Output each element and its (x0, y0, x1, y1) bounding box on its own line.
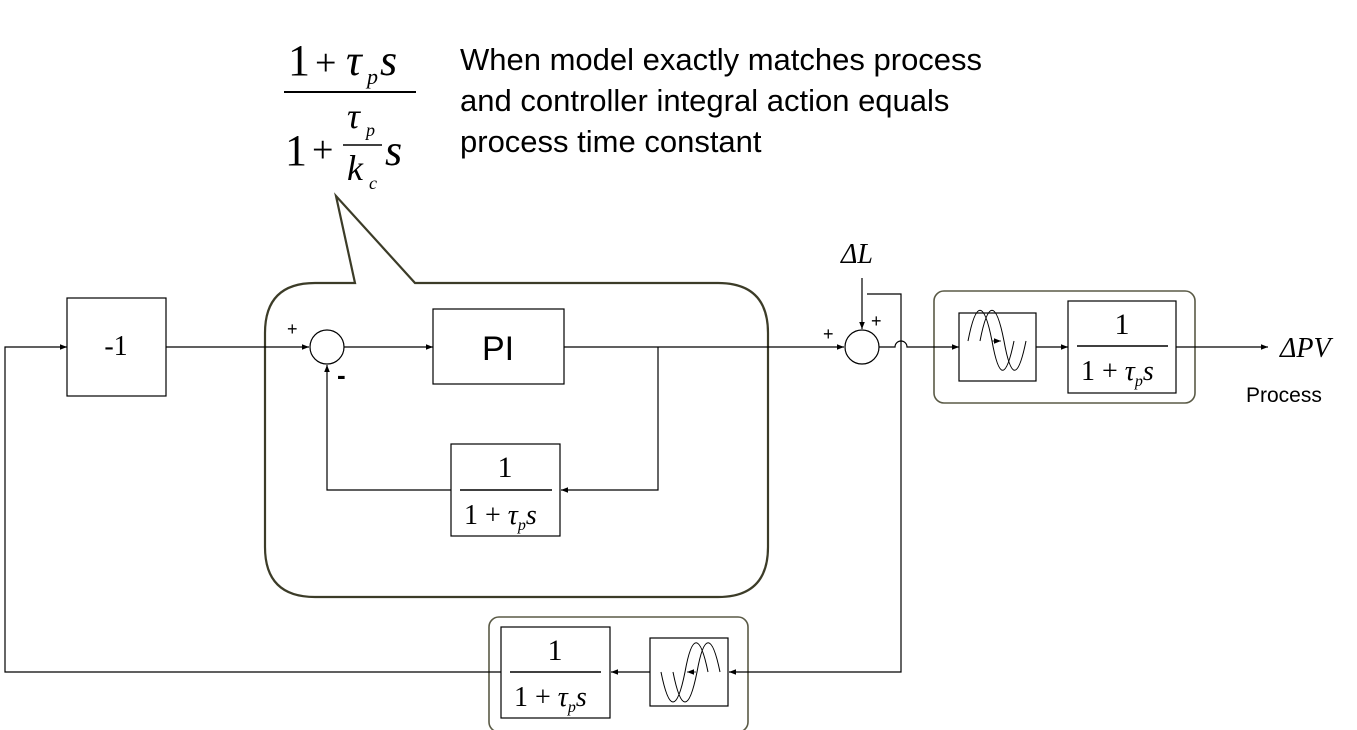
inner-model-s: s (526, 500, 537, 531)
feedback-lag-tau-sub: p (567, 699, 576, 716)
inner-plus-sign: + (287, 319, 298, 339)
feedback-dead-time-block (649, 637, 729, 707)
feedback-lag-block: 1 1 + τps (500, 626, 611, 719)
outer-summing-junction (844, 329, 880, 365)
inner-model-numerator: 1 (498, 451, 513, 484)
formula-den-s: s (385, 126, 402, 175)
formula-num-tau-sub: p (365, 64, 378, 89)
disturbance-label: ΔL (840, 239, 873, 270)
annotation-line-2: and controller integral action equals (460, 83, 949, 118)
formula-num-one: 1 (288, 36, 310, 85)
gain-block (66, 297, 167, 397)
wire-inner-model-to-sum (324, 365, 451, 491)
wire-tap-to-inner-model (561, 347, 659, 493)
process-lag-s: s (1143, 356, 1154, 387)
process-lag-denominator: 1 + τps (1081, 356, 1154, 390)
formula-den-one: 1 (285, 126, 307, 175)
outer-plus-top: + (871, 311, 882, 331)
gain-block-label: -1 (104, 331, 127, 362)
output-label: ΔPV (1279, 333, 1334, 364)
formula-den-plus: + (312, 129, 333, 171)
process-dead-time-block (958, 309, 1037, 382)
feedback-lag-s: s (576, 682, 587, 713)
feedback-lag-numerator: 1 (548, 634, 563, 667)
inner-model-den-prefix: 1 + (464, 500, 508, 531)
formula-den-k: k (347, 148, 364, 188)
formula-num-plus: + (315, 42, 336, 84)
feedback-lag-tau: τ (558, 682, 569, 713)
signal-lines (4, 278, 1268, 675)
annotation-line-3: process time constant (460, 124, 762, 159)
formula-den-tau: τ (347, 96, 361, 136)
process-lag-numerator: 1 (1115, 308, 1130, 341)
formula-num-s: s (380, 36, 397, 85)
inner-model-block: 1 1 + τps (450, 443, 561, 537)
feedback-lag-den-prefix: 1 + (514, 682, 558, 713)
process-label: Process (1246, 384, 1322, 407)
inner-model-tau-sub: p (517, 517, 526, 534)
formula-den-tau-sub: p (364, 120, 375, 140)
formula-den-k-sub: c (369, 173, 377, 193)
pi-controller-block (432, 308, 565, 385)
formula-num-tau: τ (346, 36, 364, 85)
wire-feedback-to-deadtime (729, 293, 902, 675)
bubble-formula: 1 + τ p s 1 + τ p k c s (284, 36, 416, 193)
pi-controller-label: PI (482, 330, 514, 368)
process-lag-den-prefix: 1 + (1081, 356, 1125, 387)
feedback-lag-denominator: 1 + τps (514, 682, 587, 716)
inner-model-tau: τ (508, 500, 519, 531)
process-lag-tau-sub: p (1134, 373, 1143, 390)
inner-minus-sign: - (337, 360, 346, 390)
wire-outer-sum-to-process (879, 340, 959, 350)
annotation-line-1: When model exactly matches process (460, 42, 982, 77)
feedback-model-group (488, 616, 749, 730)
inner-model-denominator: 1 + τps (464, 500, 537, 534)
process-lag-tau: τ (1125, 356, 1136, 387)
wire-feedback-to-gain (4, 344, 501, 673)
process-lag-block: 1 1 + τps (1067, 300, 1177, 394)
inner-summing-junction (309, 329, 345, 365)
controller-callout-bubble (263, 192, 770, 599)
annotation: When model exactly matches process and c… (460, 42, 982, 159)
outer-plus-left: + (823, 324, 834, 344)
